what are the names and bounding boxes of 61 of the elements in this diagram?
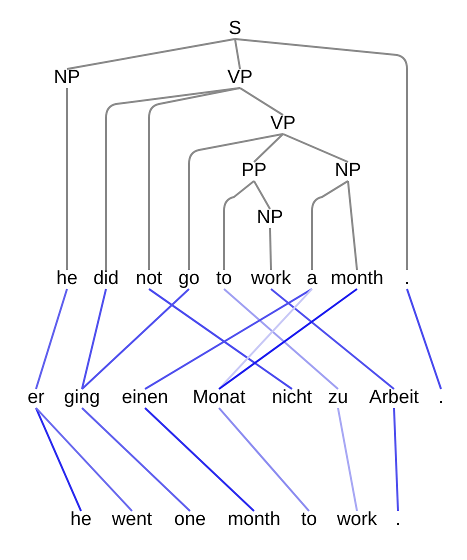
tree-branch (253, 180, 271, 210)
word: work (250, 268, 292, 290)
phrase-label: VP (226, 67, 254, 89)
tree-branch (234, 38, 408, 270)
word: one (173, 509, 207, 531)
alignment-line (35, 407, 133, 512)
tree-branch (234, 38, 241, 70)
word: did (92, 268, 120, 290)
alignment-line (406, 288, 442, 390)
alignment-line (218, 407, 310, 512)
alignment-line (393, 408, 399, 512)
alignment-line (218, 288, 358, 390)
word: . (394, 509, 402, 531)
word: Monat (192, 387, 246, 409)
tree-branch (66, 38, 236, 70)
alignment-line (81, 288, 107, 390)
word: work (336, 509, 378, 531)
phrase-label: S (228, 18, 242, 40)
tree-branch (347, 180, 358, 270)
alignment-line (35, 288, 68, 390)
phrase-label: VP (269, 113, 297, 135)
phrase-label: NP (256, 207, 284, 229)
alignment-line (144, 407, 255, 512)
tree-branch (105, 87, 240, 270)
tree-branch (239, 87, 284, 116)
alignment-line (81, 407, 191, 512)
phrase-label: NP (52, 67, 82, 89)
phrase-label: PP (240, 160, 268, 182)
alignment-line (223, 288, 339, 390)
word: . (403, 268, 411, 290)
phrase-label: NP (334, 160, 362, 182)
tree-branch (148, 87, 240, 270)
tree-branch (282, 133, 348, 163)
alignment-line (337, 408, 358, 512)
word: he (55, 268, 79, 290)
tree-branch (253, 133, 284, 163)
tree-branch (188, 133, 284, 270)
word: a (306, 268, 318, 290)
word: einen (120, 387, 170, 409)
word: to (215, 268, 233, 290)
tree-branch (223, 180, 255, 270)
word: not (134, 268, 164, 290)
alignment-line (81, 288, 190, 390)
word: . (437, 387, 445, 409)
tree-branch (269, 228, 272, 270)
alignment-line (270, 288, 395, 390)
alignment-line (218, 288, 313, 390)
word: month (226, 509, 282, 531)
word: nicht (270, 387, 314, 409)
word: to (300, 509, 318, 531)
alignment-line (35, 408, 82, 512)
word: went (110, 509, 154, 531)
word: er (26, 387, 46, 409)
word: go (177, 268, 201, 290)
word: ging (63, 387, 101, 409)
word: zu (326, 387, 350, 409)
word: month (330, 268, 384, 290)
word: Arbeit (368, 387, 420, 409)
tree-branch (311, 180, 349, 270)
tree-branch (66, 88, 68, 270)
word: he (69, 509, 93, 531)
